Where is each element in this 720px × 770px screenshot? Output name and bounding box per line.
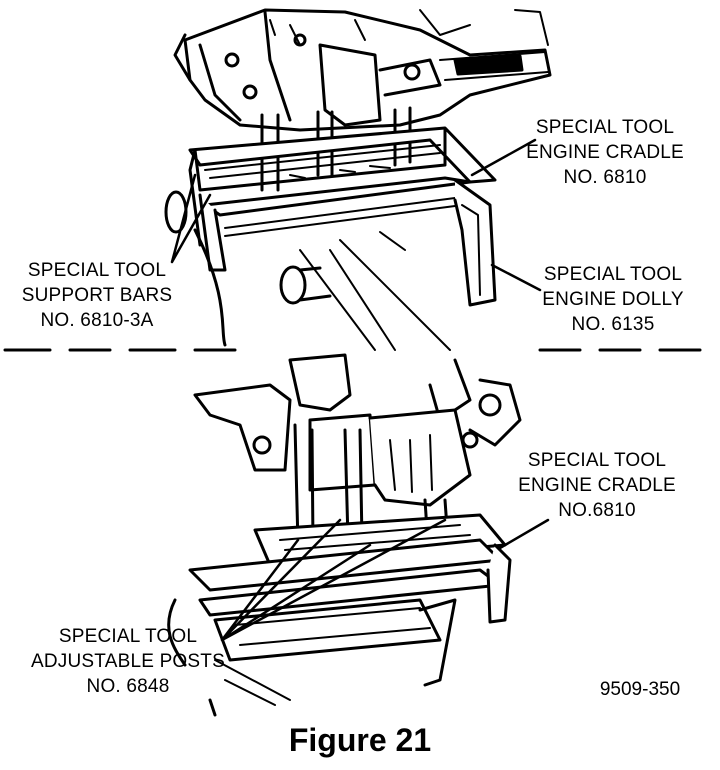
top-engine-illustration	[164, 8, 552, 351]
dolly-label-line1: SPECIAL TOOL	[544, 264, 682, 285]
posts-label-line3: NO. 6848	[87, 676, 170, 697]
top-leader-lines	[170, 138, 542, 292]
figure-caption: Figure 21	[288, 722, 432, 758]
figure-drawing: SPECIAL TOOL ENGINE CRADLE NO. 6810 SPEC…	[3, 8, 702, 717]
posts-label-line1: SPECIAL TOOL	[59, 626, 197, 647]
bottom-cradle-label-line3: NO.6810	[558, 500, 635, 521]
posts-label-line2: ADJUSTABLE POSTS	[31, 651, 225, 672]
top-cradle-label-line2: ENGINE CRADLE	[526, 142, 684, 163]
bottom-engine-illustration	[167, 353, 522, 717]
support-bars-label-line1: SPECIAL TOOL	[28, 260, 166, 281]
bottom-leader-lines	[220, 518, 550, 642]
top-cradle-label-line1: SPECIAL TOOL	[536, 117, 674, 138]
dolly-label-line3: NO. 6135	[572, 314, 655, 335]
figure-code: 9509-350	[600, 679, 680, 700]
support-bars-label-line3: NO. 6810-3A	[40, 310, 153, 331]
bottom-cradle-label-line2: ENGINE CRADLE	[518, 475, 676, 496]
top-cradle-label-line3: NO. 6810	[564, 167, 647, 188]
dolly-label-line2: ENGINE DOLLY	[542, 289, 684, 310]
bottom-cradle-label-line1: SPECIAL TOOL	[528, 450, 666, 471]
support-bars-label-line2: SUPPORT BARS	[22, 285, 173, 306]
